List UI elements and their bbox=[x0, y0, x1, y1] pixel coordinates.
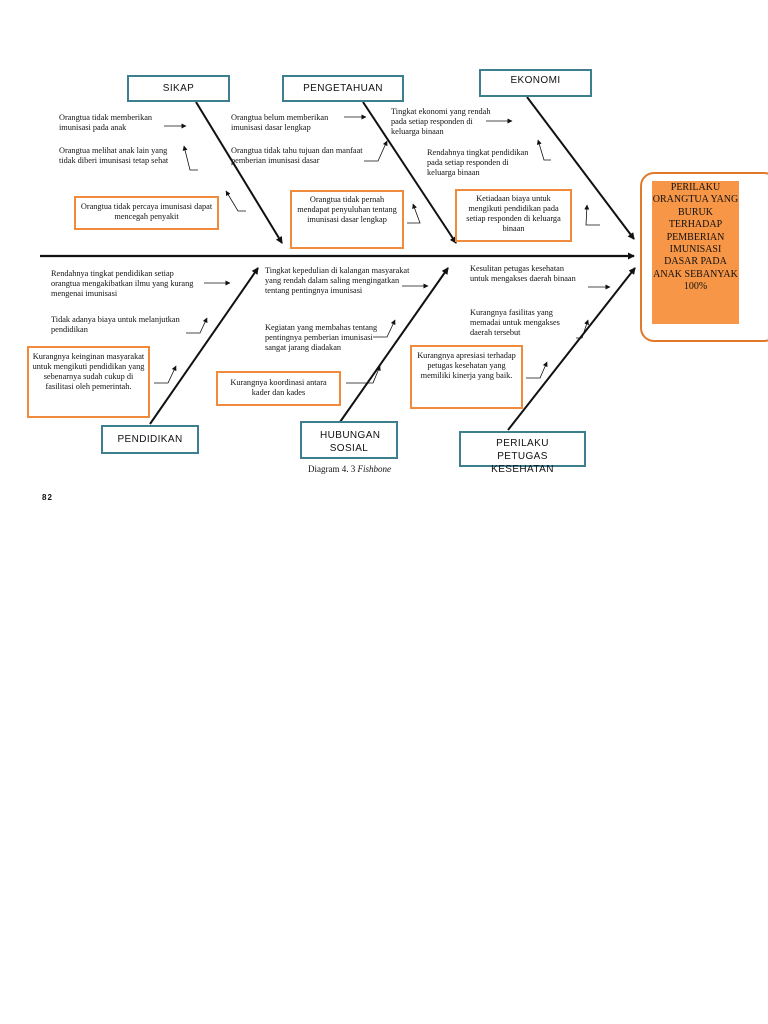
cause-sikap-1: Orangtua tidak memberikan imunisasi pada… bbox=[59, 113, 153, 132]
bone-ekonomi bbox=[526, 96, 635, 240]
category-sikap: SIKAP bbox=[127, 75, 230, 102]
cause-sikap-2: Orangtua melihat anak lain yang tidak di… bbox=[59, 146, 169, 165]
category-pendidikan: PENDIDIKAN bbox=[101, 425, 199, 454]
cause-hubungan-2: Kegiatan yang membahas tentang pentingny… bbox=[265, 323, 378, 352]
cause-ekonomi-1: Tingkat ekonomi yang rendah pada setiap … bbox=[391, 107, 491, 136]
bone-pendidikan bbox=[149, 267, 259, 425]
cause-perilaku-3: Kurangnya apresiasi terhadap petugas kes… bbox=[410, 345, 523, 409]
cause-perilaku-2: Kurangnya fasilitas yang memadai untuk m… bbox=[470, 308, 560, 337]
cause-sikap-3: Orangtua tidak percaya imunisasi dapat m… bbox=[74, 196, 219, 230]
category-hubungan-sosial: HUBUNGAN SOSIAL bbox=[300, 421, 398, 459]
cause-pendidikan-3: Kurangnya keinginan masyarakat untuk men… bbox=[27, 346, 150, 418]
cause-hubungan-3: Kurangnya koordinasi antara kader dan ka… bbox=[216, 371, 341, 406]
page-number: 82 bbox=[42, 493, 53, 502]
cause-ekonomi-2: Rendahnya tingkat pendidikan pada setiap… bbox=[427, 148, 529, 177]
diagram-caption: Diagram 4. 3 Fishbone bbox=[308, 464, 391, 474]
category-pengetahuan: PENGETAHUAN bbox=[282, 75, 404, 102]
cause-pengetahuan-1: Orangtua belum memberikan imunisasi dasa… bbox=[231, 113, 329, 132]
category-perilaku-petugas: PERILAKU PETUGAS KESEHATAN bbox=[459, 431, 586, 475]
category-ekonomi: EKONOMI bbox=[479, 69, 592, 97]
bone-perilaku bbox=[507, 267, 636, 431]
caption-italic: Fishbone bbox=[357, 464, 392, 474]
bone-pengetahuan bbox=[362, 101, 457, 244]
effect-text: PERILAKU ORANGTUA YANG BURUK TERHADAP PE… bbox=[652, 181, 739, 324]
cause-perilaku-1: Kesulitan petugas kesehatan untuk mengak… bbox=[470, 264, 576, 283]
cause-pengetahuan-3: Orangtua tidak pernah mendapat penyuluha… bbox=[290, 190, 404, 249]
cause-pengetahuan-2: Orangtua tidak tahu tujuan dan manfaat p… bbox=[231, 146, 363, 165]
cause-pendidikan-1: Rendahnya tingkat pendidikan setiap oran… bbox=[51, 269, 194, 298]
cause-ekonomi-3: Ketiadaan biaya untuk mengikuti pendidik… bbox=[455, 189, 572, 242]
cause-hubungan-1: Tingkat kepedulian di kalangan masyaraka… bbox=[265, 266, 410, 295]
bone-sikap bbox=[195, 101, 283, 244]
bone-hubungan bbox=[339, 267, 449, 423]
cause-pendidikan-2: Tidak adanya biaya untuk melanjutkan pen… bbox=[51, 315, 180, 334]
caption-prefix: Diagram 4. 3 bbox=[308, 464, 358, 474]
